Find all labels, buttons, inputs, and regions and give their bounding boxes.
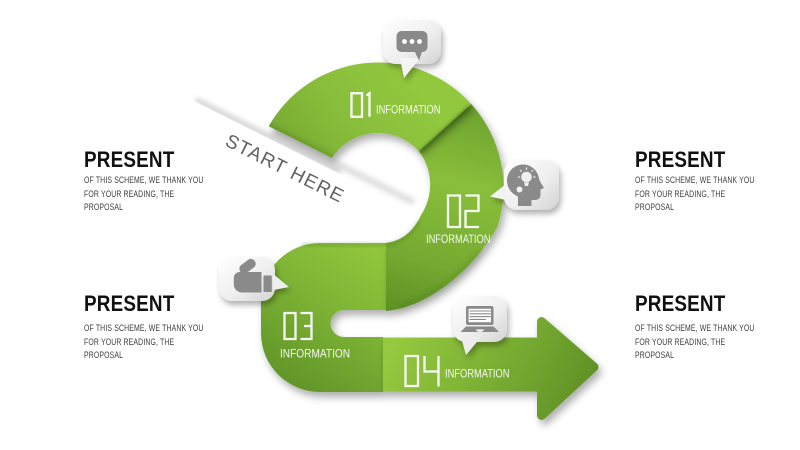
- svg-text:INFORMATION: INFORMATION: [426, 234, 490, 246]
- svg-text:INFORMATION: INFORMATION: [376, 105, 440, 117]
- svg-text:INFORMATION: INFORMATION: [445, 369, 509, 381]
- svg-text:INFORMATION: INFORMATION: [280, 348, 350, 361]
